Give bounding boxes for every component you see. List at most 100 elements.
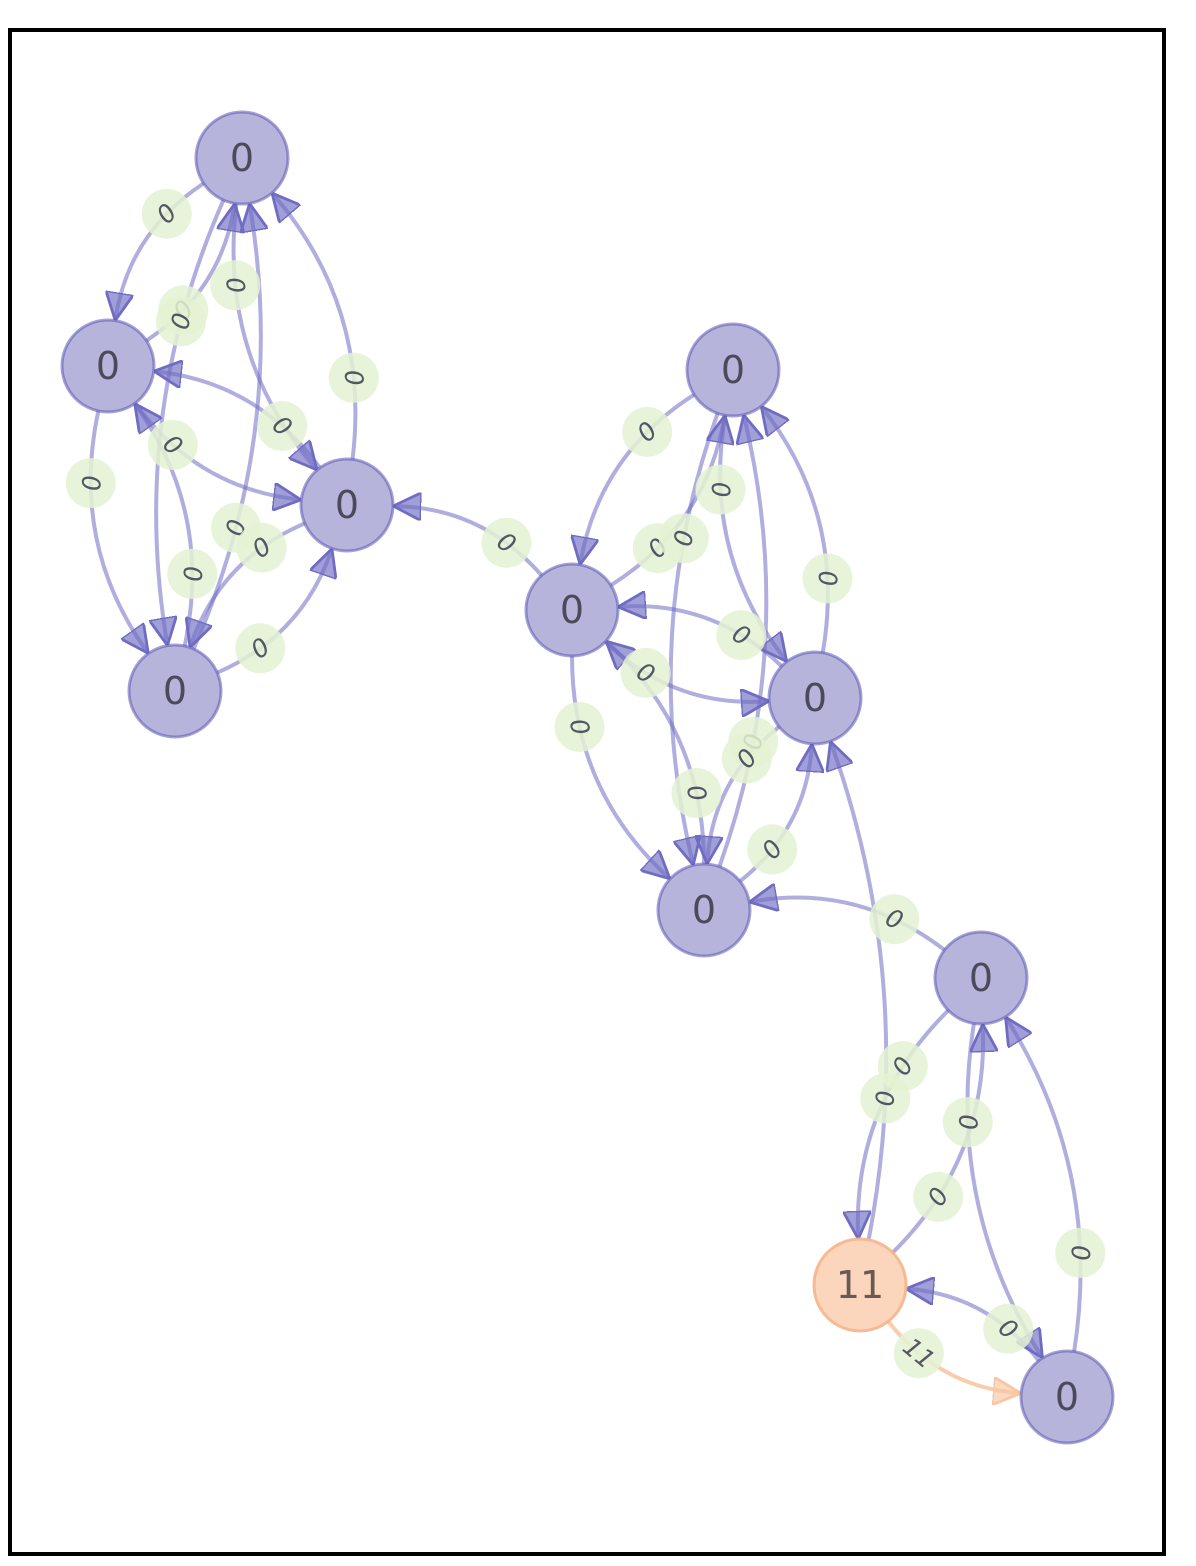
node-a3: 0: [299, 457, 395, 553]
edge-label-background: [328, 352, 379, 403]
edge-label-background: [210, 260, 261, 311]
edge-label: 0: [328, 352, 379, 403]
edge-labels-layer: 0000000000000000000000000000000011: [65, 188, 1106, 1379]
edge-c1-b4: [752, 898, 946, 952]
edge-label-background: [658, 513, 709, 564]
edge-label: 0: [147, 419, 198, 470]
node-label: 0: [560, 588, 584, 632]
node-label: 0: [96, 344, 120, 388]
node-a4: 0: [127, 643, 223, 739]
edge-label-background: [156, 296, 207, 347]
edge-label: 0: [554, 701, 605, 752]
edge-label-text: 0: [76, 475, 105, 491]
edge-label-background: [147, 419, 198, 470]
edge-label-text: 0: [564, 716, 596, 738]
edge-label-text: 0: [668, 528, 699, 549]
edge-label: 0: [167, 548, 218, 599]
edge-label: 0: [942, 1097, 993, 1148]
edge-label: 0: [716, 610, 767, 661]
diagram-frame: [8, 28, 1166, 1556]
edge-label: 0: [983, 1303, 1034, 1354]
edge-c3-c2: [909, 1289, 1041, 1362]
edge-a4-a3: [216, 551, 331, 675]
node-label: 0: [721, 348, 745, 392]
edge-label: 0: [235, 623, 286, 674]
edge-label: 0: [141, 188, 192, 239]
edge-label-background: [257, 401, 308, 452]
edge-a2-a4: [88, 410, 147, 651]
edge-label-background: [554, 701, 605, 752]
edge-label-background: [877, 1041, 928, 1092]
edge-label-text: 0: [339, 368, 369, 387]
edges-layer: [88, 181, 1083, 1393]
node-circle: [767, 650, 863, 746]
node-b4: 0: [656, 862, 752, 958]
edge-label-text: 0: [1065, 1244, 1095, 1261]
node-label: 0: [230, 136, 254, 180]
edge-label-text: 0: [220, 276, 250, 295]
edge-label: 0: [622, 406, 673, 457]
node-c3: 0: [1019, 1349, 1115, 1445]
edge-label: 0: [65, 458, 116, 509]
node-circle: [127, 643, 223, 739]
edge-label: 0: [658, 513, 709, 564]
node-b2: 0: [524, 562, 620, 658]
edge-label-text: 0: [870, 1090, 900, 1107]
node-label: 0: [163, 669, 187, 713]
edge-b2-b4: [570, 655, 668, 877]
edge-label: 0: [257, 401, 308, 452]
node-circle: [60, 318, 156, 414]
edge-label: 0: [156, 296, 207, 347]
node-label: 0: [1055, 1375, 1079, 1419]
edge-label-text: 0: [165, 310, 197, 333]
edge-c2-b3: [831, 744, 889, 1241]
edge-label-background: [747, 824, 798, 875]
edge-label: 11: [893, 1328, 944, 1379]
node-a2: 0: [60, 318, 156, 414]
edge-label-background: [167, 548, 218, 599]
node-label: 0: [969, 956, 993, 1000]
edge-label-background: [695, 464, 746, 515]
edge-b3-b1: [763, 409, 830, 653]
node-a1: 0: [194, 110, 290, 206]
edge-label-text: 0: [813, 570, 843, 587]
node-label: 0: [803, 676, 827, 720]
edge-label-text: 0: [178, 566, 207, 582]
edge-label-background: [620, 647, 671, 698]
edge-b2-a3: [396, 506, 544, 577]
node-c1: 0: [933, 930, 1029, 1026]
edge-label-text: 0: [706, 481, 736, 498]
edge-b3-b2: [621, 606, 784, 668]
edge-label-background: [942, 1097, 993, 1148]
node-circle: [656, 862, 752, 958]
node-circle: [299, 457, 395, 553]
edge-a3-a2: [157, 371, 322, 469]
edge-label-background: [235, 623, 286, 674]
edge-label: 0: [877, 1041, 928, 1092]
edge-label-background: [236, 522, 287, 573]
edge-b4-b3: [738, 747, 812, 883]
node-b3: 0: [767, 650, 863, 746]
edge-label: 0: [236, 522, 287, 573]
edge-label-background: [721, 733, 772, 784]
edge-label-background: [1055, 1227, 1106, 1278]
edge-c2-c1: [891, 1027, 984, 1255]
edge-c3-c1: [1007, 1020, 1083, 1352]
edge-a1-a2: [116, 181, 205, 317]
edge-label: 0: [869, 894, 920, 945]
node-label: 11: [836, 1263, 884, 1307]
node-label: 0: [692, 888, 716, 932]
node-circle: [812, 1237, 908, 1333]
edge-label: 0: [695, 464, 746, 515]
edge-label-text: 0: [953, 1114, 983, 1131]
edge-label-background: [893, 1328, 944, 1379]
edge-label: 0: [671, 768, 722, 819]
node-b1: 0: [685, 322, 781, 418]
node-circle: [524, 562, 620, 658]
edge-label: 0: [747, 824, 798, 875]
edge-label: 0: [802, 553, 853, 604]
node-circle: [933, 930, 1029, 1026]
edge-label: 0: [481, 517, 532, 568]
